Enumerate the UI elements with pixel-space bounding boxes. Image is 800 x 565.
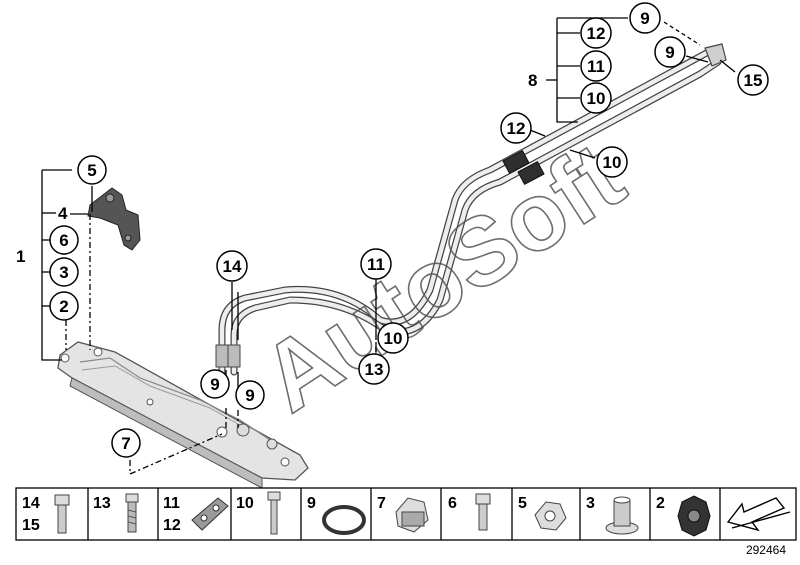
tray-item-arrow xyxy=(726,497,791,532)
svg-text:7: 7 xyxy=(377,495,386,512)
svg-text:6: 6 xyxy=(59,231,68,250)
callout-7[interactable]: 7 xyxy=(111,428,141,458)
callout-13[interactable]: 13 xyxy=(358,353,390,385)
svg-text:12: 12 xyxy=(163,517,181,534)
tray-item-14-15[interactable]: 14 15 xyxy=(22,494,70,534)
svg-text:9: 9 xyxy=(210,375,219,394)
svg-text:10: 10 xyxy=(587,89,606,108)
callout-9-left[interactable]: 9 xyxy=(200,369,230,399)
callout-10-pipe[interactable]: 10 xyxy=(596,146,628,178)
short-bolt-icon xyxy=(475,493,491,531)
tray-item-9[interactable]: 9 xyxy=(307,495,366,535)
tray-item-2[interactable]: 2 xyxy=(656,495,711,537)
stud-bolt-icon xyxy=(125,493,139,533)
callout-10-group[interactable]: 10 xyxy=(580,82,612,114)
svg-text:9: 9 xyxy=(640,9,649,28)
tray-item-13[interactable]: 13 xyxy=(93,493,139,533)
callout-14[interactable]: 14 xyxy=(216,250,248,282)
parts-tray: 14 15 13 11 12 xyxy=(15,487,797,541)
sensor-bracket xyxy=(87,187,141,251)
rivet-nut-icon xyxy=(605,496,639,535)
svg-text:12: 12 xyxy=(507,119,526,138)
leader-lines xyxy=(41,17,736,475)
svg-text:14: 14 xyxy=(223,257,242,276)
svg-text:9: 9 xyxy=(307,495,316,512)
svg-text:13: 13 xyxy=(365,360,384,379)
diagram-id: 292464 xyxy=(745,543,786,557)
o-ring-icon xyxy=(322,505,366,535)
callout-9-top[interactable]: 9 xyxy=(629,2,661,34)
callout-8: 8 xyxy=(528,71,537,90)
callout-10-center[interactable]: 10 xyxy=(377,322,409,354)
svg-text:3: 3 xyxy=(586,495,595,512)
tray-item-3[interactable]: 3 xyxy=(586,495,639,535)
watermark-text: AutoSoft xyxy=(243,122,641,432)
tray-item-5[interactable]: 5 xyxy=(518,495,567,531)
callout-12-pipe[interactable]: 12 xyxy=(500,112,532,144)
grommet-icon xyxy=(677,495,711,537)
svg-text:5: 5 xyxy=(87,161,96,180)
svg-text:10: 10 xyxy=(236,495,254,512)
svg-text:6: 6 xyxy=(448,495,457,512)
svg-text:2: 2 xyxy=(656,495,665,512)
arrow-symbol-icon xyxy=(726,497,791,532)
oil-cooler xyxy=(57,341,309,489)
clamp-icon xyxy=(395,497,429,533)
flange-nut-icon xyxy=(534,501,567,531)
callout-9-upper[interactable]: 9 xyxy=(654,36,686,68)
hex-bolt-icon xyxy=(54,494,70,534)
svg-text:9: 9 xyxy=(665,43,674,62)
tray-item-11-12[interactable]: 11 12 xyxy=(163,495,229,534)
callout-3[interactable]: 3 xyxy=(49,257,79,287)
tray-item-6[interactable]: 6 xyxy=(448,493,491,531)
callouts: 1 5 4 6 3 2 7 14 9 9 11 10 13 12 10 8 12… xyxy=(16,2,769,458)
svg-text:10: 10 xyxy=(384,329,403,348)
svg-text:5: 5 xyxy=(518,495,527,512)
long-bolt-icon xyxy=(267,491,281,535)
svg-text:11: 11 xyxy=(587,57,605,76)
hose-connector-icon xyxy=(191,497,229,531)
callout-2[interactable]: 2 xyxy=(49,291,79,321)
callout-4: 4 xyxy=(58,204,68,223)
callout-6[interactable]: 6 xyxy=(49,225,79,255)
svg-text:10: 10 xyxy=(603,153,622,172)
callout-9-right[interactable]: 9 xyxy=(235,380,265,410)
svg-text:11: 11 xyxy=(163,495,180,512)
callout-11-center[interactable]: 11 xyxy=(360,248,392,280)
svg-text:14: 14 xyxy=(22,495,40,512)
tray-item-7[interactable]: 7 xyxy=(377,495,429,533)
svg-text:15: 15 xyxy=(744,71,763,90)
svg-text:15: 15 xyxy=(22,517,40,534)
svg-text:7: 7 xyxy=(121,434,130,453)
svg-text:11: 11 xyxy=(367,255,385,274)
callout-15[interactable]: 15 xyxy=(737,64,769,96)
svg-text:13: 13 xyxy=(93,495,111,512)
callout-11-group[interactable]: 11 xyxy=(580,50,612,82)
callout-1: 1 xyxy=(16,247,25,266)
svg-text:3: 3 xyxy=(59,263,68,282)
callout-12-group[interactable]: 12 xyxy=(580,17,612,49)
tray-item-10[interactable]: 10 xyxy=(236,491,281,535)
callout-5[interactable]: 5 xyxy=(77,155,107,185)
svg-text:2: 2 xyxy=(59,297,68,316)
svg-text:9: 9 xyxy=(245,386,254,405)
svg-text:12: 12 xyxy=(587,24,606,43)
